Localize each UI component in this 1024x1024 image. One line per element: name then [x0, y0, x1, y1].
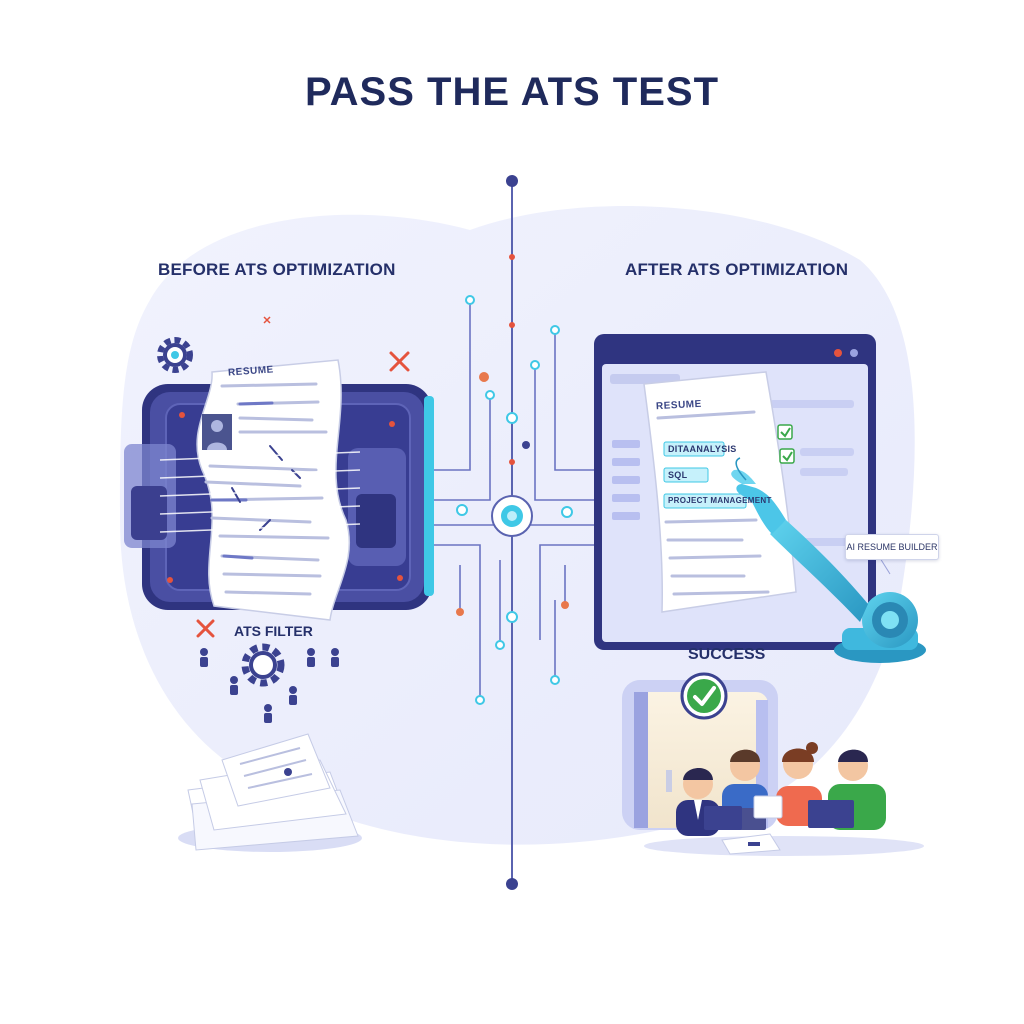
ats-filter-label: ATS FILTER — [234, 623, 313, 639]
resume-paper-after — [643, 371, 797, 613]
circuit-lines — [430, 300, 600, 700]
skill-field-data-analysis: DITAANALYSIS — [668, 444, 737, 454]
robot-arm-icon — [731, 457, 926, 663]
skill-field-project-management: PROJECT MANAGEMENT — [668, 496, 772, 505]
skill-field-sql: SQL — [668, 470, 688, 480]
tiny-x-mark — [263, 316, 271, 324]
reject-x-icon-small — [196, 619, 215, 638]
page-title: PASS THE ATS TEST — [304, 70, 720, 114]
circuit-nodes — [456, 254, 573, 705]
before-section-label: BEFORE ATS OPTIMIZATION — [158, 260, 396, 279]
check-box-icon — [777, 424, 795, 464]
rejected-resume-pile — [178, 733, 362, 852]
gear-icon — [157, 337, 193, 373]
success-scene — [622, 680, 924, 856]
central-hub-icon — [491, 495, 533, 537]
resume-paper-before — [159, 359, 361, 621]
filter-gear-icon — [241, 643, 285, 687]
ai-resume-builder-tag: AI RESUME BUILDER — [845, 534, 939, 560]
after-section-label: AFTER ATS OPTIMIZATION — [625, 260, 849, 279]
success-check-icon — [680, 672, 728, 720]
reject-x-icon — [389, 351, 410, 372]
people-icons — [200, 648, 339, 723]
success-label: SUCCESS — [688, 646, 766, 663]
builder-tag-pointer — [879, 557, 891, 575]
